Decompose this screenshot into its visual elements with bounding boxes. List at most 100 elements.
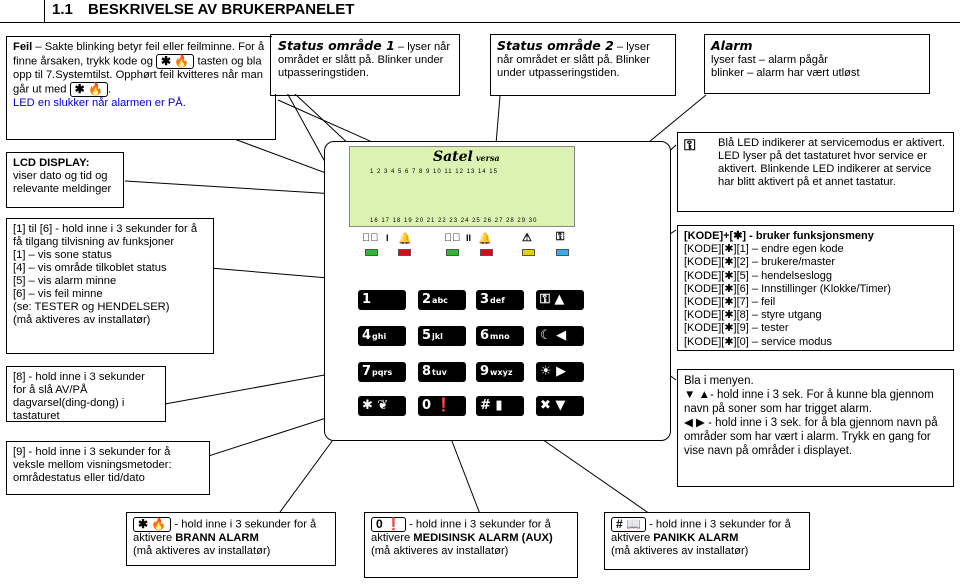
page-title: BESKRIVELSE AV BRUKERPANELET bbox=[88, 1, 355, 18]
key-8-box: [8] - hold inne i 3 sekunder for å slå A… bbox=[6, 366, 166, 422]
keys-line-2: [4] – vis område tilkoblet status bbox=[13, 262, 167, 274]
keypad-key[interactable]: 6mno bbox=[476, 326, 524, 346]
lcd-bottom-numbers: 16 17 18 19 20 21 22 23 24 25 26 27 28 2… bbox=[370, 218, 538, 224]
key-main-label: ⚿ ▲ bbox=[540, 292, 565, 307]
lcd-box-text: viser dato og tid og relevante meldinger bbox=[13, 170, 112, 195]
service-wrench-icon: ⚿ bbox=[684, 137, 696, 154]
lcd-top-numbers: 1 2 3 4 5 6 7 8 9 10 11 12 13 14 15 bbox=[370, 169, 498, 175]
kode-line-0: [KODE][✱][1] – endre egen kode bbox=[684, 243, 844, 256]
keypad-key[interactable]: 3def bbox=[476, 290, 524, 310]
feil-line1: – Sakte blinking betyr feil eller feilmi… bbox=[13, 41, 265, 68]
keypad-key[interactable]: 1 bbox=[358, 290, 406, 310]
key-main-label: 6 bbox=[480, 328, 490, 343]
key-8-text: [8] - hold inne i 3 sekunder for å slå A… bbox=[13, 371, 145, 422]
keypad-key[interactable]: ☀ ▶ bbox=[536, 362, 584, 382]
star-fire-key-icon: ✱ 🔥 bbox=[156, 54, 195, 69]
keypad-key[interactable]: 7pqrs bbox=[358, 362, 406, 382]
keypad-key[interactable]: ⚿ ▲ bbox=[536, 290, 584, 310]
logo-text: Satel bbox=[433, 149, 473, 165]
keys-line-5: (se: TESTER og HENDELSER) bbox=[13, 301, 170, 313]
lcd-display-box: LCD DISPLAY: viser dato og tid og releva… bbox=[6, 152, 124, 208]
key-main-label: 7 bbox=[362, 364, 372, 379]
menu-title: Bla i menyen. bbox=[684, 375, 754, 387]
keypad-key[interactable]: 2abc bbox=[418, 290, 466, 310]
star-fire-key-icon-2: ✱ 🔥 bbox=[69, 82, 108, 97]
kode-line-6: [KODE][✱][9] – tester bbox=[684, 322, 789, 335]
keypad-key[interactable]: ☾ ◀ bbox=[536, 326, 584, 346]
medical-key-icon: 0 ❗ bbox=[371, 517, 406, 532]
keys-line-3: [5] – vis alarm minne bbox=[13, 275, 117, 287]
key-main-label: 9 bbox=[480, 364, 490, 379]
status-2-title: Status område 2 bbox=[497, 38, 614, 53]
status-area-2-box: Status område 2 – lyser når området er s… bbox=[490, 34, 676, 96]
model-text: versa bbox=[475, 153, 500, 163]
keypad-key[interactable]: 9wxyz bbox=[476, 362, 524, 382]
alarm-area-2-icon: 🔔 bbox=[478, 233, 492, 245]
keypad-key[interactable]: 4ghi bbox=[358, 326, 406, 346]
fire-text2: (må aktiveres av installatør) bbox=[133, 545, 271, 557]
status-led bbox=[446, 249, 459, 256]
menu-scroll-box: Bla i menyen. ▼ ▲- hold inne i 3 sek. Fo… bbox=[677, 369, 954, 487]
fire-bold: BRANN ALARM bbox=[175, 532, 259, 544]
keypad-key[interactable]: ✱ ❦ bbox=[358, 396, 406, 416]
keypad-key[interactable]: 0 ❗ bbox=[418, 396, 466, 416]
key-9-text: [9] - hold inne i 3 sekunder for å veksl… bbox=[13, 446, 172, 484]
keypad-key[interactable]: # ▮ bbox=[476, 396, 524, 416]
title-bar: 1.1 BESKRIVELSE AV BRUKERPANELET bbox=[0, 0, 960, 23]
status-1-frame bbox=[270, 34, 460, 96]
medical-alarm-box: 0 ❗ - hold inne i 3 sekunder for å aktiv… bbox=[364, 512, 578, 578]
key-sub-label: wxyz bbox=[490, 368, 513, 377]
key-main-label: # ▮ bbox=[480, 398, 503, 413]
key-sub-label: tuv bbox=[432, 368, 447, 377]
status-area-1-box: Status område 1 – lyser når området er s… bbox=[272, 36, 458, 94]
panic-key-icon: # 📖 bbox=[611, 517, 646, 532]
keys-line-0: [1] til [6] - hold inne i 3 sekunder for… bbox=[13, 223, 198, 248]
feil-box: Feil – Sakte blinking betyr feil eller f… bbox=[6, 36, 276, 140]
key-main-label: 0 ❗ bbox=[422, 398, 452, 413]
key-sub-label: mno bbox=[490, 332, 510, 341]
key-main-label: 3 bbox=[480, 292, 490, 307]
status-1-text: – lyser når området er slått på. Blinker… bbox=[278, 41, 451, 79]
keypad-key[interactable]: 5jkl bbox=[418, 326, 466, 346]
medic-text1: - hold inne i 3 sekunder for å aktivere bbox=[371, 518, 551, 544]
key-9-box: [9] - hold inne i 3 sekunder for å veksl… bbox=[6, 441, 210, 495]
kode-line-4: [KODE][✱][7] – feil bbox=[684, 296, 776, 309]
key-main-label: 2 bbox=[422, 292, 432, 307]
key-main-label: 1 bbox=[362, 292, 372, 307]
panic-bold: PANIKK ALARM bbox=[653, 532, 739, 544]
key-sub-label: pqrs bbox=[372, 368, 393, 377]
alarm-line2: blinker – alarm har vært utløst bbox=[711, 67, 860, 79]
service-text: Blå LED indikerer at servicemodus er akt… bbox=[718, 137, 945, 188]
keypad-key[interactable]: ✖ ▼ bbox=[536, 396, 584, 416]
status-led bbox=[365, 249, 378, 256]
section-number: 1.1 bbox=[52, 1, 73, 18]
feil-line3: Opphørt feil kvitteres når man går ut me… bbox=[13, 69, 263, 96]
kode-line-5: [KODE][✱][8] – styre utgang bbox=[684, 309, 822, 322]
status-2-text: – lyser når området er slått på. Blinker… bbox=[497, 41, 650, 79]
fire-key-icon: ✱ 🔥 bbox=[133, 517, 172, 532]
kode-line-2: [KODE][✱][5] – hendelseslogg bbox=[684, 269, 833, 282]
armed-area-1-icon: ⊙⃞ bbox=[362, 232, 379, 244]
feil-title: Feil bbox=[13, 41, 33, 53]
panic-text1: - hold inne i 3 sekunder for å aktivere bbox=[611, 518, 791, 544]
key-main-label: 5 bbox=[422, 328, 432, 343]
key-sub-label: jkl bbox=[432, 332, 443, 341]
service-key-icon: ⚿ bbox=[556, 231, 565, 243]
status-led bbox=[556, 249, 569, 256]
kode-line-7: [KODE][✱][0] – service modus bbox=[684, 335, 832, 348]
service-box: ⚿ Blå LED indikerer at servicemodus er a… bbox=[677, 132, 954, 212]
key-main-label: ✱ ❦ bbox=[362, 398, 389, 413]
status-1-title: Status område 1 bbox=[278, 38, 395, 53]
kode-line-1: [KODE][✱][2] – brukere/master bbox=[684, 256, 836, 269]
medic-bold: MEDISINSK ALARM (AUX) bbox=[413, 532, 553, 544]
key-main-label: 4 bbox=[362, 328, 372, 343]
feil-line4: LED en slukker når alarmen er PÅ. bbox=[13, 97, 186, 109]
alarm-title: Alarm bbox=[711, 38, 753, 53]
keypad-key[interactable]: 8tuv bbox=[418, 362, 466, 382]
status-led bbox=[398, 249, 411, 256]
menu-line2: ◀ ▶ - hold inne i 3 sek. for å bla gjenn… bbox=[684, 417, 938, 457]
keys-line-6: (må aktiveres av installatør) bbox=[13, 314, 151, 326]
kode-line-3: [KODE][✱][6] – Innstillinger (Klokke/Tim… bbox=[684, 282, 891, 295]
status-i-label: I bbox=[386, 233, 389, 243]
